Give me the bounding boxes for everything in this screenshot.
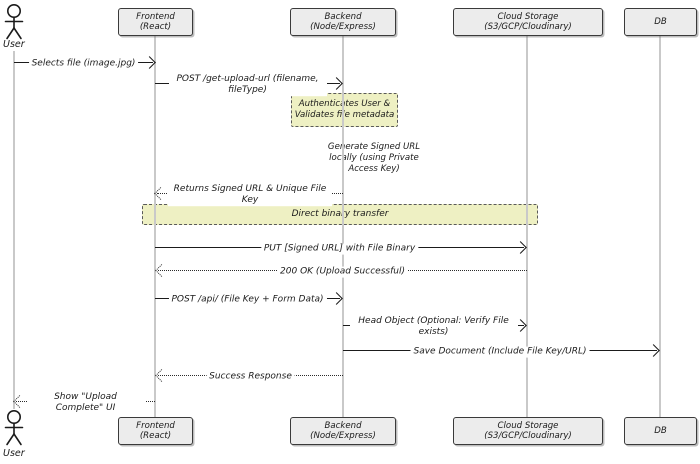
note-authenticates-validates-text: Authenticates User & Validates file meta… xyxy=(294,99,395,120)
user-actor-icon-top xyxy=(4,4,24,40)
msg-post-api-label: POST /api/ (File Key + Form Data) xyxy=(168,294,327,306)
arrowhead-right-icon xyxy=(647,343,660,357)
actor-frontend-top-label: Frontend (React) xyxy=(136,12,175,32)
actor-cloud-storage-bottom-label: Cloud Storage (S3/GCP/Cloudinary) xyxy=(484,421,572,441)
msg-returns-signed-url-label: Returns Signed URL & Unique File Key xyxy=(168,184,332,206)
arrowhead-right-icon xyxy=(330,291,343,305)
note-direct-binary-transfer-text: Direct binary transfer xyxy=(291,208,389,219)
msg-success-response: Success Response xyxy=(155,368,343,383)
arrowhead-right-icon xyxy=(514,240,527,254)
actor-backend-top: Backend (Node/Express) xyxy=(290,8,396,36)
msg-save-document: Save Document (Include File Key/URL) xyxy=(343,343,660,358)
actor-cloud-storage-top-label: Cloud Storage (S3/GCP/Cloudinary) xyxy=(484,12,572,32)
msg-put-signed-url: PUT [Signed URL] with File Binary xyxy=(155,240,527,255)
actor-backend-bottom: Backend (Node/Express) xyxy=(290,417,396,445)
actor-frontend-top: Frontend (React) xyxy=(118,8,193,36)
actor-frontend-bottom: Frontend (React) xyxy=(118,417,193,445)
arrowhead-left-icon xyxy=(155,263,168,277)
msg-head-object-label: Head Object (Optional: Verify File exist… xyxy=(349,316,518,338)
msg-save-document-label: Save Document (Include File Key/URL) xyxy=(410,346,590,358)
actor-db-bottom: DB xyxy=(624,417,697,445)
actor-db-top-label: DB xyxy=(654,17,667,27)
msg-head-object: Head Object (Optional: Verify File exist… xyxy=(343,316,527,338)
user-actor-icon-bottom xyxy=(4,410,24,446)
actor-frontend-bottom-label: Frontend (React) xyxy=(136,421,175,441)
msg-200-ok: 200 OK (Upload Successful) xyxy=(155,263,527,278)
msg-show-upload-complete-label: Show "Upload Complete" UI xyxy=(26,392,145,414)
actor-backend-bottom-label: Backend (Node/Express) xyxy=(310,421,376,441)
lifeline-frontend xyxy=(154,36,156,417)
user-actor-label-top: User xyxy=(3,39,25,50)
lifeline-cloud-storage xyxy=(526,36,528,417)
note-generate-signed-url-text: Generate Signed URL locally (using Priva… xyxy=(327,142,421,175)
msg-200-ok-label: 200 OK (Upload Successful) xyxy=(277,266,408,278)
actor-cloud-storage-bottom: Cloud Storage (S3/GCP/Cloudinary) xyxy=(453,417,603,445)
lifeline-db xyxy=(659,36,661,417)
arrowhead-left-icon xyxy=(154,186,167,200)
msg-post-api: POST /api/ (File Key + Form Data) xyxy=(155,291,343,306)
arrowhead-left-icon xyxy=(13,394,26,408)
note-direct-binary-transfer: Direct binary transfer xyxy=(142,204,538,225)
msg-put-signed-url-label: PUT [Signed URL] with File Binary xyxy=(260,243,419,255)
msg-success-response-label: Success Response xyxy=(206,371,295,383)
note-generate-signed-url: Generate Signed URL locally (using Priva… xyxy=(317,142,431,176)
lifeline-user xyxy=(13,51,15,409)
arrowhead-right-icon xyxy=(330,76,343,90)
msg-selects-file-label: Selects file (image.jpg) xyxy=(28,58,139,70)
actor-backend-top-label: Backend (Node/Express) xyxy=(310,12,376,32)
msg-returns-signed-url: Returns Signed URL & Unique File Key xyxy=(154,184,343,206)
actor-cloud-storage-top: Cloud Storage (S3/GCP/Cloudinary) xyxy=(453,8,603,36)
arrowhead-left-icon xyxy=(155,368,168,382)
msg-show-upload-complete: Show "Upload Complete" UI xyxy=(13,392,155,414)
msg-post-get-upload-url-label: POST /get-upload-url (filename, fileType… xyxy=(168,74,327,96)
note-authenticates-validates: Authenticates User & Validates file meta… xyxy=(291,93,398,127)
msg-selects-file: Selects file (image.jpg) xyxy=(14,55,156,70)
lifeline-backend xyxy=(342,36,344,417)
actor-db-bottom-label: DB xyxy=(654,426,667,436)
user-actor-label-bottom: User xyxy=(3,448,25,459)
actor-db-top: DB xyxy=(624,8,697,36)
msg-post-get-upload-url: POST /get-upload-url (filename, fileType… xyxy=(155,74,343,96)
